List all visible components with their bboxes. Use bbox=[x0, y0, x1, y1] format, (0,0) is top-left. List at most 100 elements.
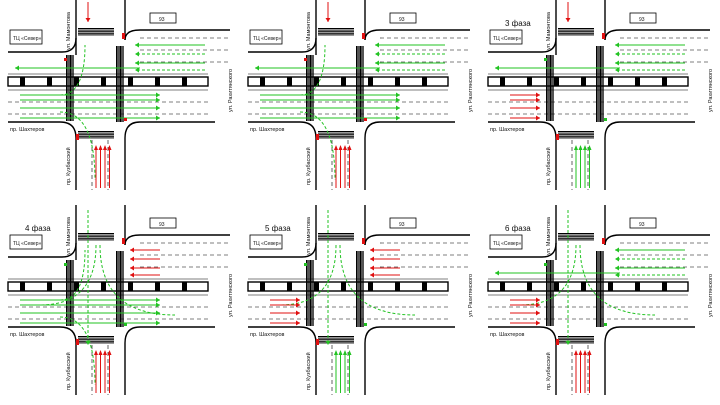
east-approach-arrow bbox=[615, 256, 685, 262]
north-turn-arrow bbox=[339, 244, 416, 316]
curb bbox=[248, 121, 317, 190]
ped-signal bbox=[604, 323, 607, 326]
median-marker bbox=[422, 77, 427, 86]
median-marker bbox=[368, 282, 373, 291]
curb bbox=[124, 234, 230, 246]
stop-marker bbox=[556, 339, 559, 345]
median-marker bbox=[662, 77, 667, 86]
street-label-north: ул. Мамонтова bbox=[546, 11, 552, 50]
pedestrian-crossing bbox=[318, 131, 354, 139]
median-marker bbox=[20, 77, 25, 86]
south-lane-arrow bbox=[98, 145, 103, 150]
median-marker bbox=[20, 282, 25, 291]
curb bbox=[488, 242, 557, 258]
east-approach-arrow bbox=[375, 42, 445, 48]
street-label-north: ул. Мамонтова bbox=[66, 216, 72, 255]
pedestrian-crossing bbox=[78, 28, 114, 36]
pedestrian-crossing bbox=[318, 336, 354, 344]
street-label-east: ул. Рахитянского bbox=[708, 69, 714, 112]
ped-signal bbox=[304, 263, 307, 266]
median-marker bbox=[101, 282, 106, 291]
east-stop-arrow bbox=[370, 247, 400, 253]
south-lane-arrow bbox=[574, 145, 578, 150]
south-lane-arrow bbox=[98, 350, 103, 355]
south-lane-arrow bbox=[574, 350, 578, 355]
west-stop-arrow bbox=[510, 105, 540, 111]
east-approach-arrow bbox=[135, 51, 205, 57]
building-number: 93 bbox=[159, 222, 165, 228]
east-through-arrow bbox=[495, 270, 620, 276]
west-stop-arrow bbox=[270, 320, 300, 326]
curb bbox=[488, 121, 557, 190]
mall-box bbox=[249, 29, 283, 45]
median-marker bbox=[128, 282, 133, 291]
east-approach-arrow bbox=[135, 67, 205, 73]
west-through-arrow bbox=[260, 97, 400, 103]
median-marker bbox=[155, 77, 160, 86]
median-marker bbox=[314, 77, 319, 86]
curb bbox=[364, 234, 470, 246]
building-box bbox=[629, 12, 657, 24]
west-through-arrow bbox=[20, 97, 160, 103]
curb bbox=[604, 326, 695, 395]
ped-signal bbox=[544, 58, 547, 61]
south-lane-arrow bbox=[347, 145, 352, 150]
street-label-west: пр. Шахтеров bbox=[490, 127, 525, 133]
street-label-south: пр. Кузбасский bbox=[65, 352, 72, 390]
building-box bbox=[389, 217, 417, 229]
median-marker bbox=[101, 77, 106, 86]
pedestrian-crossing bbox=[306, 260, 314, 326]
mall-box bbox=[489, 234, 523, 250]
mall-box bbox=[9, 234, 43, 250]
curb bbox=[364, 121, 455, 190]
pedestrian-crossing bbox=[546, 55, 554, 121]
street-label-north: ул. Мамонтова bbox=[306, 216, 312, 255]
ped-signal bbox=[124, 118, 127, 121]
west-right-turn-arrow bbox=[299, 111, 336, 181]
pedestrian-crossing bbox=[558, 336, 594, 344]
curb bbox=[8, 326, 77, 395]
north-stop-arrow bbox=[85, 2, 91, 22]
ped-signal bbox=[364, 118, 367, 121]
curb bbox=[248, 326, 317, 395]
median-marker bbox=[155, 282, 160, 291]
median-marker bbox=[287, 77, 292, 86]
south-lane-arrow bbox=[583, 145, 587, 150]
east-approach-arrow bbox=[375, 67, 445, 73]
stop-marker bbox=[122, 33, 125, 39]
median-marker bbox=[500, 282, 505, 291]
mall-label: ТЦ «Север» bbox=[253, 36, 281, 42]
median-marker bbox=[635, 282, 640, 291]
pedestrian-crossing bbox=[356, 251, 364, 327]
stop-marker bbox=[122, 238, 125, 244]
south-lane-arrow bbox=[343, 350, 347, 355]
curb bbox=[8, 37, 77, 53]
curb bbox=[124, 121, 215, 190]
north-through-arrow bbox=[325, 210, 331, 345]
west-stop-arrow bbox=[510, 310, 540, 316]
east-approach-arrow bbox=[615, 272, 685, 278]
curb bbox=[124, 29, 230, 41]
east-stop-arrow bbox=[370, 265, 400, 271]
ped-signal bbox=[604, 118, 607, 121]
mall-box bbox=[249, 234, 283, 250]
stop-marker bbox=[316, 339, 319, 345]
median-marker bbox=[395, 77, 400, 86]
street-label-east: ул. Рахитянского bbox=[468, 69, 474, 112]
east-through-arrow bbox=[255, 65, 380, 71]
curb bbox=[364, 29, 470, 41]
south-lane-arrow bbox=[334, 145, 338, 150]
west-stop-arrow bbox=[510, 302, 540, 308]
tram-median bbox=[7, 76, 209, 87]
median-marker bbox=[422, 282, 427, 291]
median-marker bbox=[74, 282, 79, 291]
mall-box bbox=[489, 29, 523, 45]
north-turn-arrow bbox=[279, 244, 337, 306]
median-marker bbox=[287, 282, 292, 291]
ped-signal bbox=[544, 263, 547, 266]
street-label-east: ул. Рахитянского bbox=[228, 274, 234, 317]
median-marker bbox=[74, 77, 79, 86]
median-marker bbox=[608, 282, 613, 291]
stop-marker bbox=[602, 238, 605, 244]
